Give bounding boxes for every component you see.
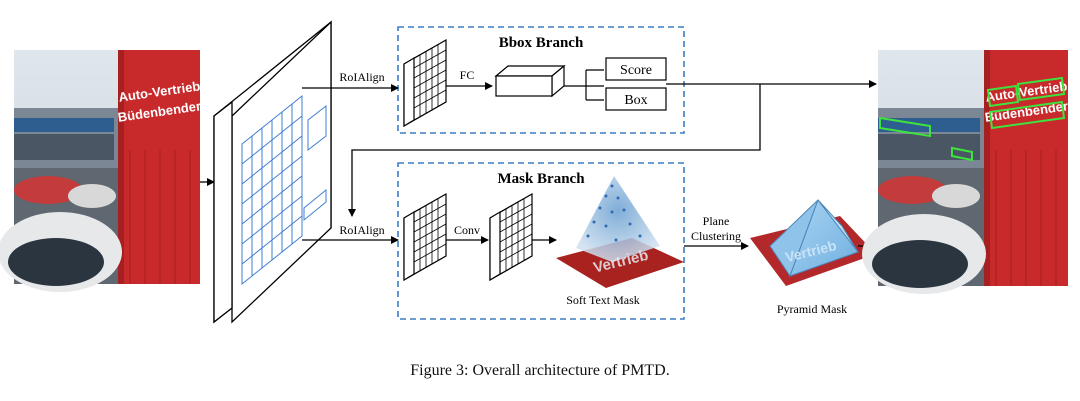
pyramid-mask-visual: Vertrieb xyxy=(750,198,876,286)
fc-label: FC xyxy=(460,68,475,82)
soft-text-mask-visual: Vertrieb xyxy=(556,176,684,288)
fc-layer-box xyxy=(494,64,566,98)
output-image: Auto-Vertrieb Büdenbender xyxy=(862,50,1069,294)
figure-caption: Figure 3: Overall architecture of PMTD. xyxy=(410,362,670,379)
soft-text-mask-label: Soft Text Mask xyxy=(566,293,640,307)
backbone-front-face xyxy=(213,100,233,324)
bbox-roialign-label: RoIAlign xyxy=(339,70,384,84)
score-label: Score xyxy=(620,63,652,78)
bbox-feedback-arrow xyxy=(348,84,761,217)
plane-clustering-label-2: Clustering xyxy=(691,229,741,243)
mask-conv-feature-cube xyxy=(489,192,533,282)
box-box xyxy=(605,87,667,111)
bbox-roi-feature-cube xyxy=(403,38,447,128)
score-box xyxy=(605,57,667,81)
pyramid-mask-label: Pyramid Mask xyxy=(777,302,847,316)
conv-label: Conv xyxy=(454,223,480,237)
mask-branch-title: Mask Branch xyxy=(497,171,585,187)
bbox-branch-frame xyxy=(397,26,685,134)
box-label: Box xyxy=(624,93,647,108)
detection-boxes xyxy=(879,76,1066,162)
mask-roialign-label: RoIAlign xyxy=(339,223,384,237)
mask-roi-feature-cube xyxy=(403,192,447,282)
bbox-branch-title: Bbox Branch xyxy=(499,35,584,51)
plane-clustering-label-1: Plane xyxy=(703,214,730,228)
feature-roi-grid xyxy=(241,94,327,286)
input-image: Auto-Vertrieb Büdenbender xyxy=(0,50,202,292)
